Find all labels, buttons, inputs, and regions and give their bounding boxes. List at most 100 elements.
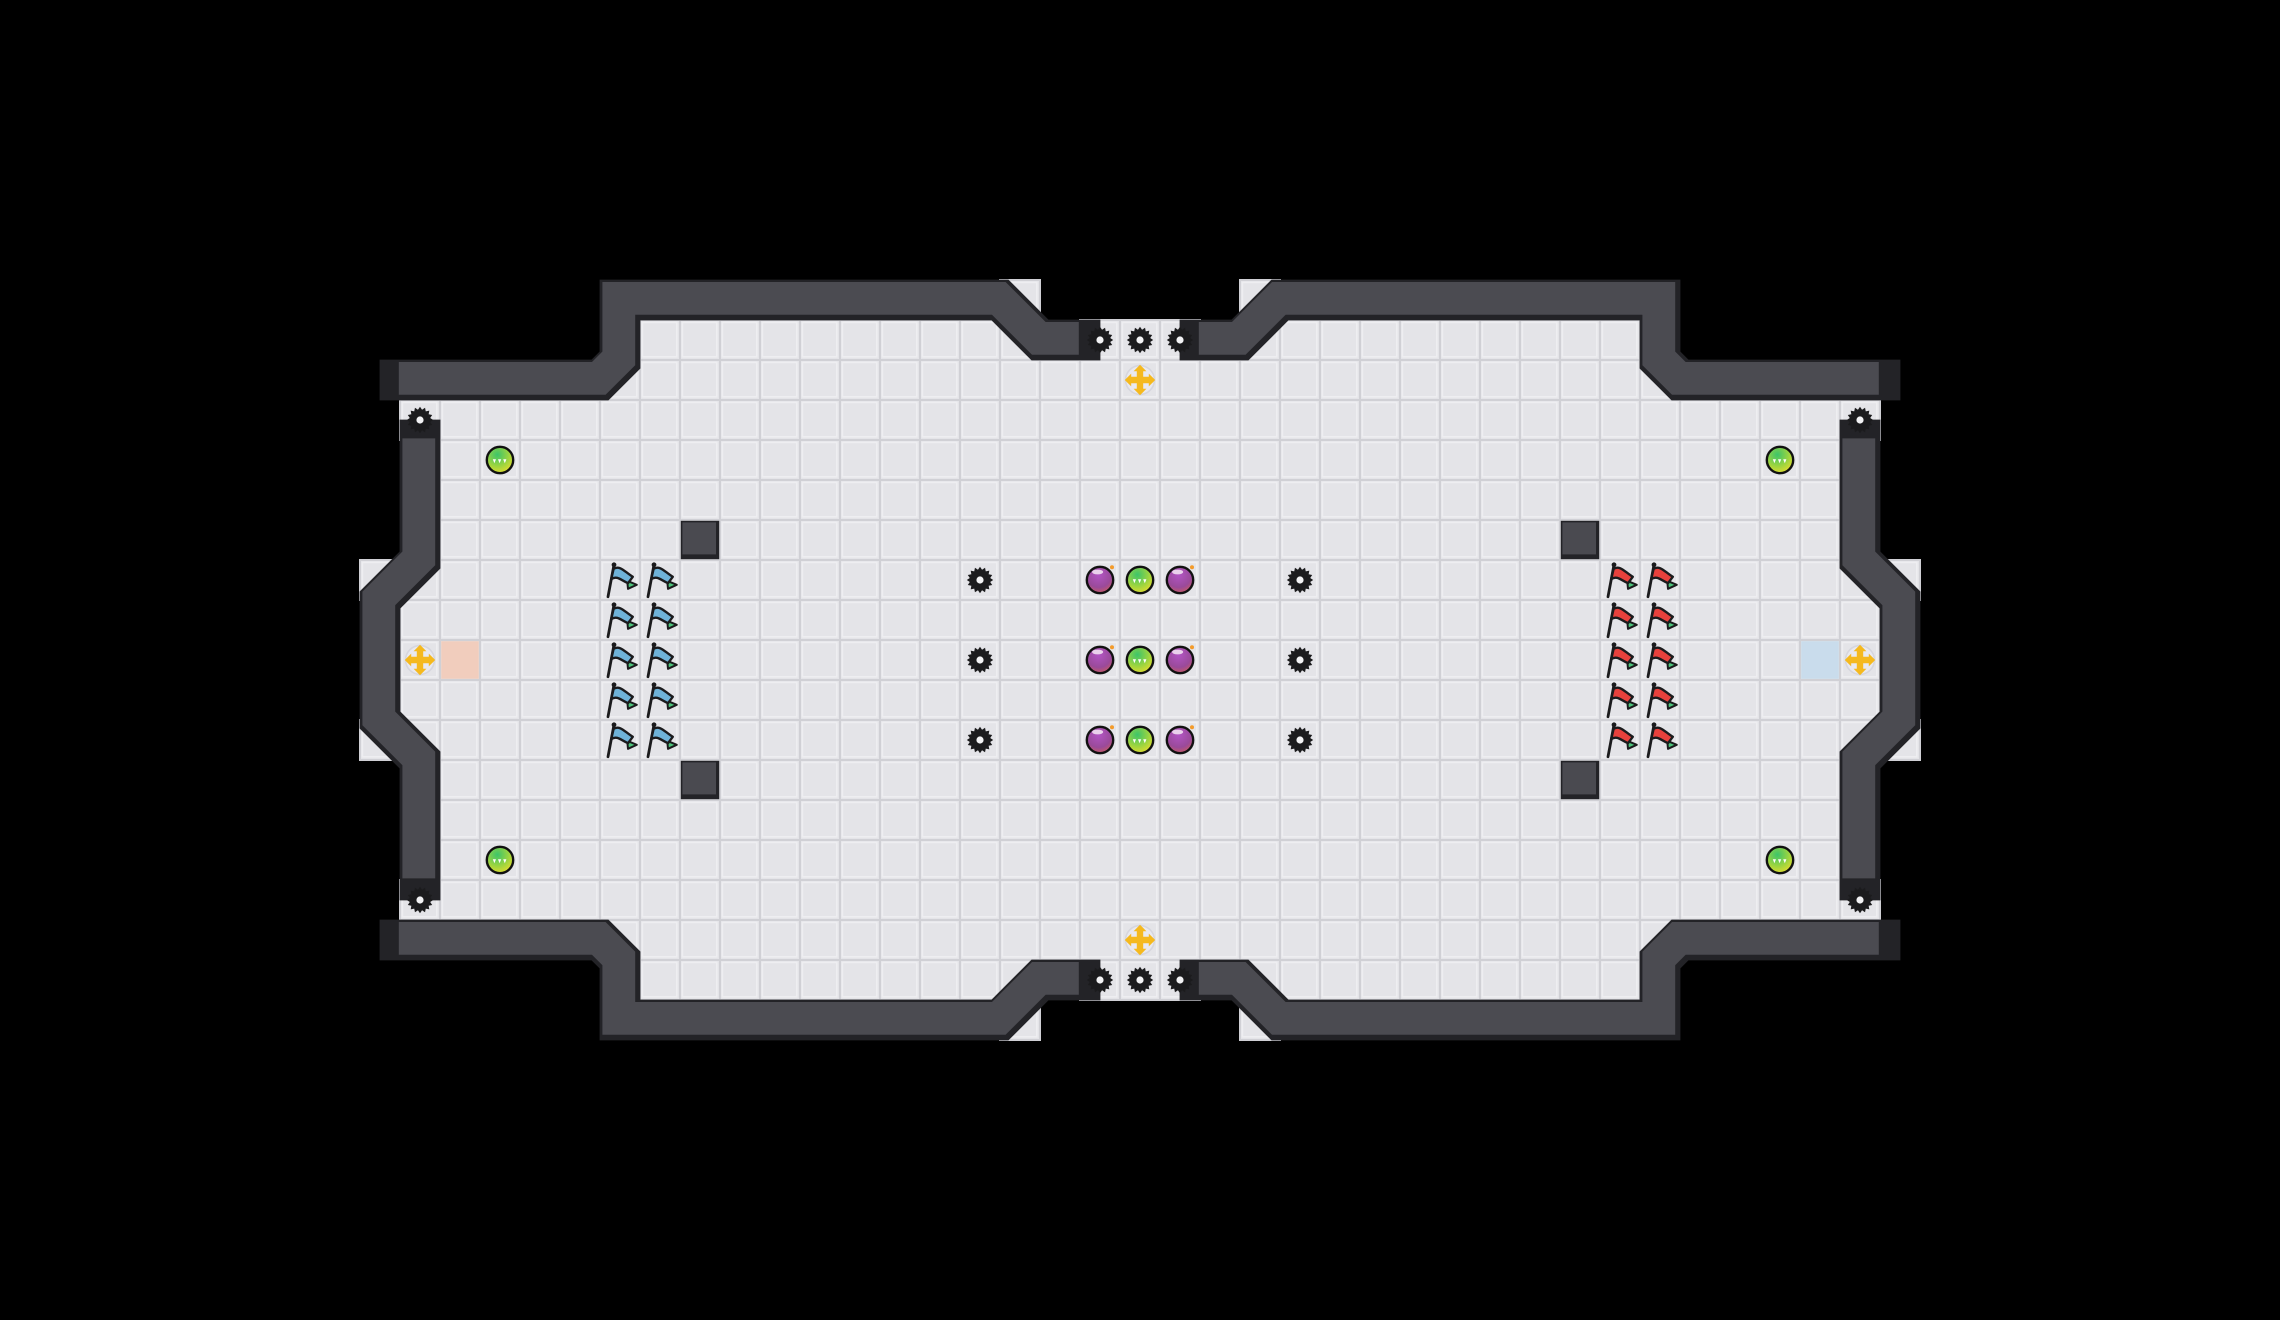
floor-tile — [599, 799, 641, 841]
wall — [398, 281, 1079, 395]
floor-tile — [1119, 679, 1161, 721]
floor-tile — [1359, 319, 1401, 361]
floor-tile — [759, 879, 801, 921]
floor-tile-highlight — [1521, 361, 1558, 398]
green-orb-icon[interactable] — [1125, 725, 1155, 755]
bomb-icon[interactable] — [1085, 565, 1115, 595]
floor-tile-highlight — [721, 681, 758, 718]
blue-spawn-tile[interactable] — [1801, 641, 1839, 679]
red-flag-icon[interactable] — [1646, 682, 1678, 719]
gear-hole — [416, 896, 424, 904]
floor-tile-highlight — [601, 841, 638, 878]
floor-tile — [759, 679, 801, 721]
floor-tile — [1479, 519, 1521, 561]
floor-tile-highlight — [1721, 401, 1758, 438]
floor-tile — [1359, 559, 1401, 601]
red-flag-icon[interactable] — [1646, 562, 1678, 599]
floor-tile — [1599, 879, 1641, 921]
blue-flag-icon[interactable] — [646, 642, 678, 679]
floor-tile — [1079, 519, 1121, 561]
floor-tile-highlight — [961, 761, 998, 798]
blue-flag-icon[interactable] — [646, 682, 678, 719]
blue-flag-icon[interactable] — [606, 562, 638, 599]
red-flag-icon[interactable] — [1646, 642, 1678, 679]
floor-tile-highlight — [1041, 561, 1078, 598]
floor-tile-highlight — [921, 321, 958, 358]
red-flag-icon[interactable] — [1606, 682, 1638, 719]
floor-tile — [1279, 879, 1321, 921]
floor-tile-highlight — [1041, 401, 1078, 438]
red-flag-icon[interactable] — [1606, 642, 1638, 679]
floor-tile — [799, 479, 841, 521]
gear-icon — [1086, 966, 1114, 994]
floor-tile — [439, 719, 481, 761]
floor-tile-highlight — [1761, 721, 1798, 758]
floor-tile — [1359, 399, 1401, 441]
flag-pole-top — [1611, 602, 1617, 608]
floor-tile-highlight — [1161, 721, 1198, 758]
bomb-icon[interactable] — [1085, 645, 1115, 675]
floor-tile — [599, 759, 641, 801]
floor-tile — [639, 319, 681, 361]
red-flag-icon[interactable] — [1646, 602, 1678, 639]
floor-tile-highlight — [1241, 641, 1278, 678]
floor-tile-highlight — [921, 681, 958, 718]
bomb-icon[interactable] — [1165, 725, 1195, 755]
green-orb-icon[interactable] — [1125, 565, 1155, 595]
red-spawn-tile[interactable] — [441, 641, 479, 679]
blue-flag-icon[interactable] — [646, 562, 678, 599]
blue-flag-icon[interactable] — [646, 722, 678, 759]
blue-flag-icon[interactable] — [606, 642, 638, 679]
floor-tile-highlight — [1041, 841, 1078, 878]
floor-tile-highlight — [1001, 881, 1038, 918]
floor-tile-highlight — [1321, 721, 1358, 758]
floor-tile — [1519, 759, 1561, 801]
floor-tile-highlight — [761, 721, 798, 758]
bomb-icon[interactable] — [1165, 645, 1195, 675]
blue-flag-icon[interactable] — [606, 722, 638, 759]
red-flag-icon[interactable] — [1606, 722, 1638, 759]
floor-tile — [839, 679, 881, 721]
floor-tile — [559, 519, 601, 561]
floor-tile — [1439, 319, 1481, 361]
green-orb-icon[interactable] — [485, 445, 515, 475]
green-orb-icon[interactable] — [1765, 845, 1795, 875]
floor-tile-highlight — [1441, 921, 1478, 958]
floor-tile-highlight — [641, 921, 678, 958]
floor-tile-highlight — [1321, 521, 1358, 558]
red-flag-icon[interactable] — [1606, 602, 1638, 639]
orb-marks — [492, 859, 507, 864]
floor-tile-highlight — [1761, 801, 1798, 838]
floor-tile — [1719, 599, 1761, 641]
floor-tile — [879, 959, 921, 1001]
red-flag-icon[interactable] — [1646, 722, 1678, 759]
floor-tile — [1439, 799, 1481, 841]
blue-flag-icon[interactable] — [606, 682, 638, 719]
floor-tile — [1359, 479, 1401, 521]
floor-tile — [799, 519, 841, 561]
floor-tile-highlight — [1081, 561, 1118, 598]
floor-tile — [679, 479, 721, 521]
blue-flag-icon[interactable] — [606, 602, 638, 639]
floor-tile — [679, 319, 721, 361]
green-orb-icon[interactable] — [1125, 645, 1155, 675]
floor-tile — [1679, 679, 1721, 721]
floor-tile — [839, 919, 881, 961]
floor-tile-highlight — [1281, 561, 1318, 598]
bomb-icon[interactable] — [1165, 565, 1195, 595]
floor-tile — [1039, 439, 1081, 481]
green-orb-icon[interactable] — [485, 845, 515, 875]
floor-tile-highlight — [1801, 561, 1838, 598]
bomb-icon[interactable] — [1085, 725, 1115, 755]
blue-flag-icon[interactable] — [646, 602, 678, 639]
floor-tile-highlight — [1601, 601, 1638, 638]
floor-tile-highlight — [1521, 601, 1558, 638]
green-orb-icon[interactable] — [1765, 445, 1795, 475]
flag-cloth — [650, 686, 674, 705]
floor-tile — [639, 439, 681, 481]
floor-tile-highlight — [801, 841, 838, 878]
red-flag-icon[interactable] — [1606, 562, 1638, 599]
floor-tile — [1039, 759, 1081, 801]
floor-tile-highlight — [1721, 801, 1758, 838]
floor-tile-highlight — [1081, 921, 1118, 958]
